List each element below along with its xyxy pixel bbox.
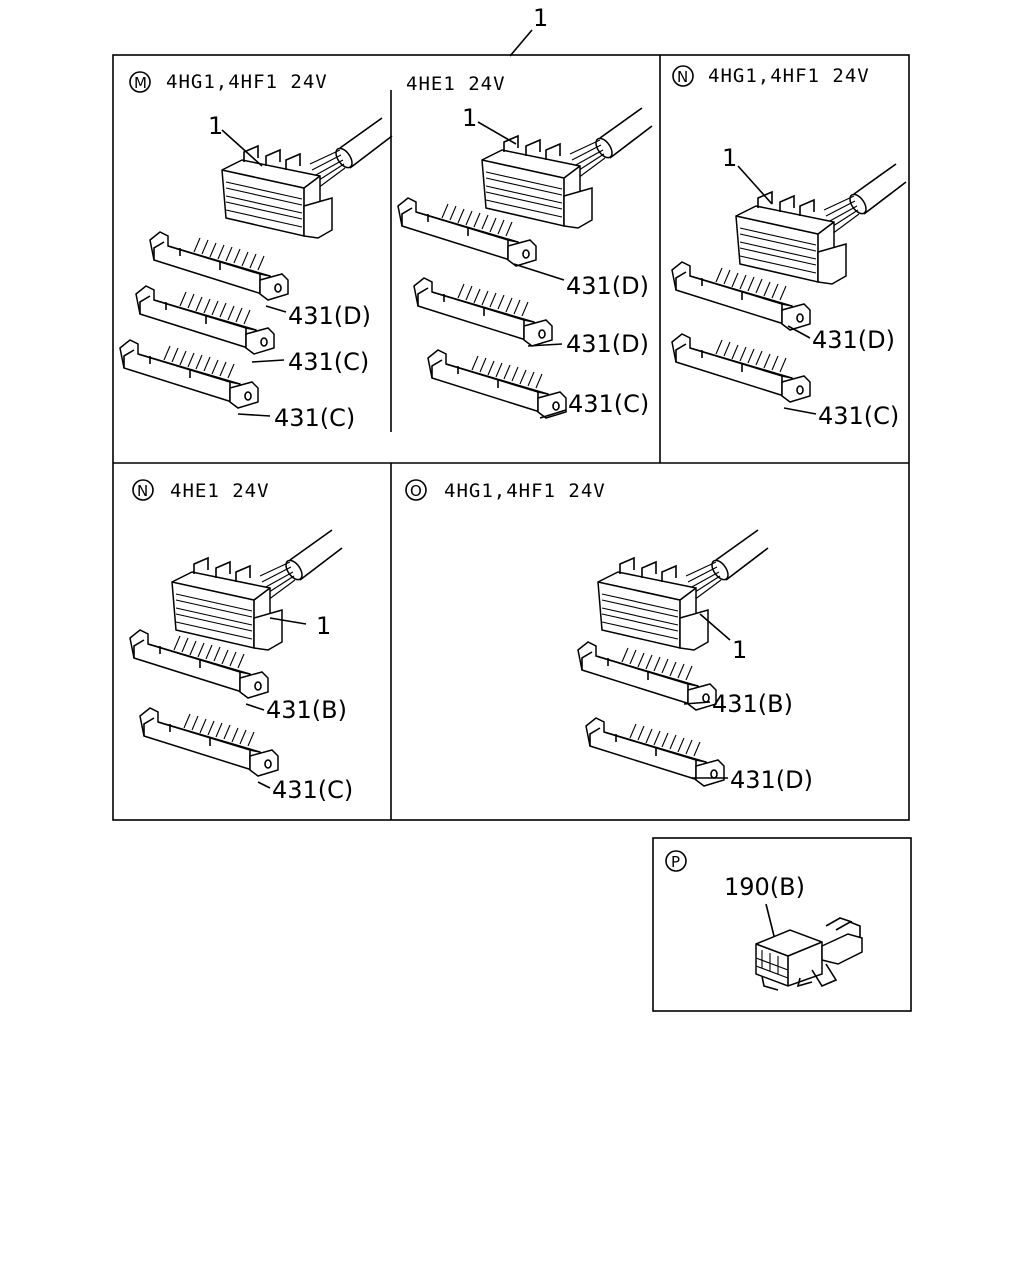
leader-line [269,617,307,625]
connector-housing [735,163,907,285]
panel-n2: N 4HE1 24V 1 431(B) 431(C) [129,479,353,804]
connector-housing [481,107,653,229]
part-label: 431(C) [818,402,899,430]
part-label: 190(B) [724,873,805,901]
badge-circle [672,65,694,87]
leader-line [265,305,287,313]
part-label: 431(D) [812,326,895,354]
fuse-connector [755,917,863,991]
part-label: 431(D) [730,766,813,794]
leader-line [787,325,811,339]
connector-callout: 1 [462,104,477,132]
part-label: 431(D) [566,330,649,358]
part-label: 431(D) [566,272,649,300]
part-label: 431(C) [288,348,369,376]
panel-title: 4HE1 24V [170,480,270,502]
leader-line [221,129,263,167]
part-label: 431(D) [288,302,371,330]
leader-line [527,343,563,347]
terminal-strip [149,231,289,301]
panel-n: N 4HG1,4HF1 24V 1 431(D) 431(C) [671,65,907,430]
panel-badge: N [677,68,688,86]
terminal-strip [135,285,275,355]
terminal-strip [427,349,567,419]
part-label: 431(C) [568,390,649,418]
badge-circle [132,479,154,501]
connector-callout: 1 [208,112,223,140]
part-label: 431(B) [266,696,347,724]
connector-housing [597,529,769,651]
panel-badge: O [410,482,422,500]
panel-title: 4HG1,4HF1 24V [708,65,870,87]
panel-title: 4HG1,4HF1 24V [444,480,606,502]
terminal-strip [139,707,279,777]
panel-p: P 190(B) [652,837,912,1012]
badge-circle [405,479,427,501]
connector-callout: 1 [316,612,331,640]
connector-callout: 1 [722,144,737,172]
main-leader-line [509,29,533,57]
leader-line [765,903,775,937]
connector-housing [221,117,393,239]
panel-badge: N [137,482,148,500]
leader-line [245,703,265,711]
main-callout: 1 [533,4,548,32]
panel-m: M 4HG1,4HF1 24V 1 431(D) 431(C) 431(C) [119,71,393,432]
part-label: 431(B) [712,690,793,718]
badge-circle [665,850,687,872]
terminal-strip [119,339,259,409]
panel-badge: M [134,74,147,92]
leader-line [737,165,773,205]
panel-title: 4HG1,4HF1 24V [166,71,328,93]
panel-m2: 4HE1 24V 1 431(D) 431(D) 431(C) [397,73,653,419]
leader-line [251,359,285,363]
connector-callout: 1 [732,636,747,664]
leader-line [783,407,817,415]
part-label: 431(C) [274,404,355,432]
terminal-strip [413,277,553,347]
terminal-strip [671,333,811,403]
part-label: 431(C) [272,776,353,804]
leader-line [699,613,731,641]
main-frame [112,54,910,821]
leader-line [513,263,565,281]
leader-line [257,781,271,789]
panel-p-frame [652,837,912,1012]
leader-line [539,409,567,419]
panel-badge: P [671,853,680,871]
terminal-strip [585,717,725,787]
panel-o: O 4HG1,4HF1 24V 1 431(B) 431(D) [405,479,813,794]
terminal-strip [577,641,717,711]
leader-line [477,121,517,145]
badge-circle [129,71,151,93]
leader-line [683,701,711,705]
leader-line [237,413,271,417]
panel-title: 4HE1 24V [406,73,506,95]
